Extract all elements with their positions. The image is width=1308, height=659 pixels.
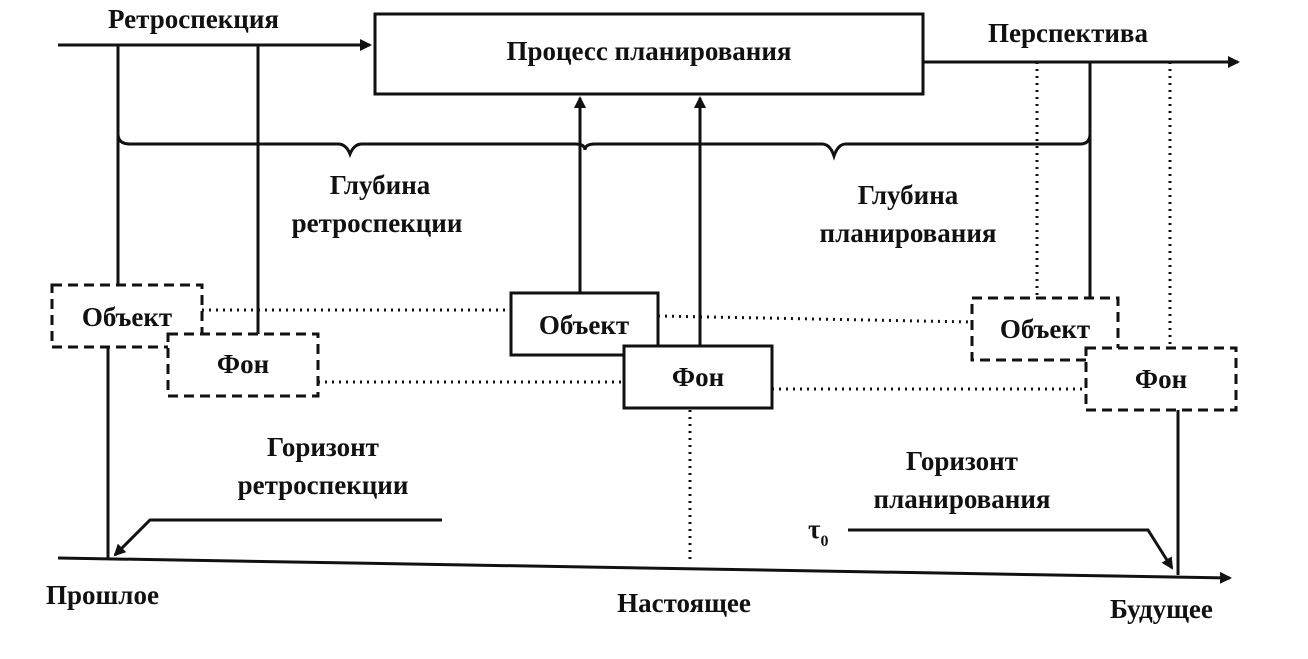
future-object-label: Объект [1000, 314, 1090, 344]
perspective-label: Перспектива [988, 18, 1148, 48]
horizon-plan-label-1: Горизонт [906, 446, 1018, 476]
depth-plan-label-2: планирования [820, 218, 997, 248]
depth-retro-label-1: Глубина [330, 170, 431, 200]
depth-plan-label-1: Глубина [858, 180, 959, 210]
horizon-plan-arrow [848, 528, 1174, 570]
present-background-label: Фон [672, 362, 724, 392]
horizon-retro-label-1: Горизонт [267, 432, 379, 462]
horizon-retro-label-2: ретроспекции [238, 470, 409, 500]
tau-label: τ0 [808, 514, 828, 550]
present-object-label: Объект [539, 310, 629, 340]
planning-process-box [373, 12, 925, 96]
tau-subscript: 0 [820, 533, 828, 550]
horizon-retro-arrow [113, 518, 442, 557]
future-background-label: Фон [1135, 364, 1187, 394]
object-dotted-link-right [657, 314, 973, 324]
retrospection-label: Ретроспекция [108, 4, 279, 34]
past-background-box [166, 332, 320, 398]
future-label: Будущее [1110, 594, 1213, 624]
past-object-label: Объект [82, 302, 172, 332]
depth-brace [116, 133, 1092, 161]
past-label: Прошлое [46, 580, 159, 610]
present-background-box [622, 344, 774, 410]
planning-process-label: Процесс планирования [506, 36, 791, 66]
future-background-box [1084, 346, 1238, 412]
horizon-plan-label-2: планирования [874, 484, 1051, 514]
depth-retro-label-2: ретроспекции [292, 208, 463, 238]
past-background-label: Фон [217, 349, 269, 379]
timeline-arrow [57, 556, 1232, 584]
tau-symbol: τ [808, 514, 821, 544]
present-label: Настоящее [617, 588, 751, 618]
